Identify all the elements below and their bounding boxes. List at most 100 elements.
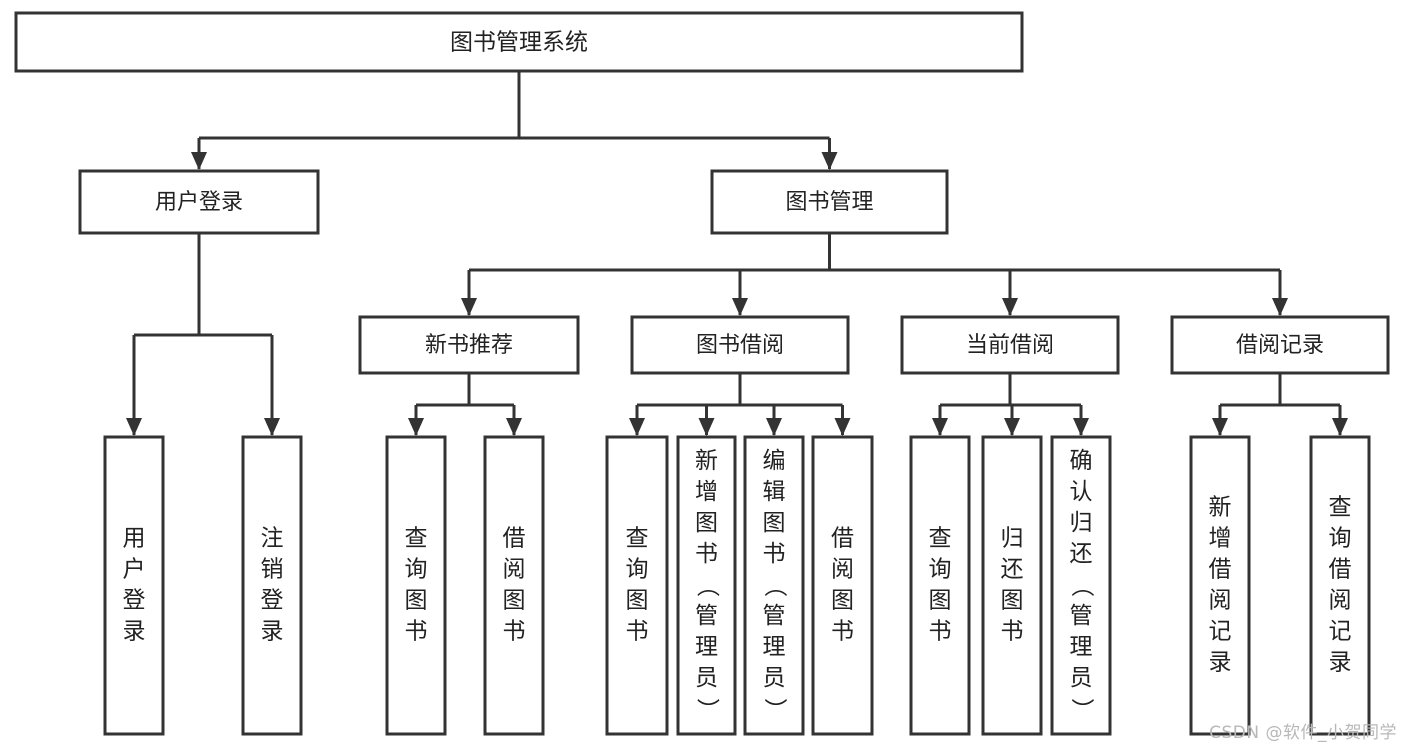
arrow-head-icon [766, 418, 782, 436]
connector-lines-layer [126, 71, 1348, 436]
node-label-char: 书 [626, 619, 649, 645]
node-label-char: 阅 [831, 557, 854, 583]
node-leaf-user-login[interactable]: 用户登录 [103, 435, 165, 736]
node-box-leaf-query-book-2 [605, 435, 669, 736]
node-label-char: 书 [503, 619, 526, 645]
node-box-book-borrowing [630, 315, 850, 375]
node-label-char: 借 [831, 526, 854, 552]
node-user-login[interactable]: 用户登录 [78, 169, 320, 235]
node-box-leaf-edit-book [743, 435, 805, 736]
arrow-head-icon [732, 298, 748, 316]
arrow-head-icon [1073, 418, 1089, 436]
node-label-char: 注 [261, 526, 284, 552]
node-label-char: 查 [405, 526, 428, 552]
node-label-char: 录 [1209, 650, 1232, 676]
node-box-leaf-confirm-return [1050, 435, 1112, 736]
node-box-book-management [710, 169, 949, 235]
node-box-leaf-return-book [981, 435, 1043, 736]
node-label-char: 辑 [763, 479, 786, 505]
node-book-borrowing[interactable]: 图书借阅 [630, 315, 850, 375]
node-box-leaf-user-logout [241, 435, 303, 736]
arrow-head-icon [461, 298, 477, 316]
node-label-char: 登 [123, 588, 146, 614]
node-label-char: 借 [503, 526, 526, 552]
node-label-book-management: 图书管理 [785, 190, 873, 215]
node-label-char: 户 [123, 557, 146, 583]
node-label-char: 书 [763, 541, 786, 567]
nodes-layer: 图书管理系统用户登录图书管理新书推荐图书借阅当前借阅借阅记录用户登录注销登录查询… [14, 11, 1390, 736]
node-label-char: 记 [1209, 619, 1232, 645]
node-current-borrowing[interactable]: 当前借阅 [900, 315, 1120, 375]
node-label-char: 询 [626, 557, 649, 583]
node-box-borrow-records [1170, 315, 1390, 375]
node-label-char: 管 [763, 603, 786, 629]
node-label-char: 管 [1070, 603, 1093, 629]
node-label-char: 员 [763, 665, 786, 691]
node-box-leaf-query-book-3 [909, 435, 971, 736]
node-box-leaf-query-record [1309, 435, 1371, 736]
node-label-char: 认 [1070, 479, 1093, 505]
node-label-char: 查 [626, 526, 649, 552]
node-label-borrow-records: 借阅记录 [1236, 333, 1324, 358]
node-label-char: 理 [1070, 634, 1093, 660]
node-label-char: （ [694, 574, 720, 597]
node-box-leaf-add-record [1189, 435, 1251, 736]
arrow-head-icon [506, 418, 522, 436]
node-label-char: 询 [405, 557, 428, 583]
arrow-head-icon [821, 152, 838, 170]
node-label-char: 录 [261, 619, 284, 645]
node-label-char: 图 [626, 588, 649, 614]
arrow-head-icon [191, 152, 207, 170]
node-label-char: （ [762, 574, 788, 597]
node-label-char: 书 [695, 541, 718, 567]
node-label-char: 阅 [1209, 588, 1232, 614]
node-label-char: 录 [1329, 650, 1352, 676]
node-label-char: 图 [763, 510, 786, 536]
node-label-book-borrowing: 图书借阅 [696, 333, 784, 358]
watermark-label: CSDN @软件_小贺同学 [1209, 723, 1397, 743]
arrow-head-icon [1002, 298, 1018, 316]
node-label-char: 增 [695, 479, 718, 505]
node-label-char: 询 [1329, 526, 1352, 552]
node-label-char: ） [1069, 698, 1095, 721]
node-label-char: 登 [261, 588, 284, 614]
node-label-char: 归 [1001, 526, 1024, 552]
node-borrow-records[interactable]: 借阅记录 [1170, 315, 1390, 375]
arrow-head-icon [1332, 418, 1348, 436]
node-box-user-login [78, 169, 320, 235]
node-new-book-recommend[interactable]: 新书推荐 [358, 315, 580, 375]
node-label-user-login: 用户登录 [155, 190, 243, 215]
node-label-char: 编 [763, 448, 786, 474]
node-label-char: 理 [695, 634, 718, 660]
node-label-char: 查 [1329, 495, 1352, 521]
node-label-char: 图 [831, 588, 854, 614]
node-label-char: （ [1069, 574, 1095, 597]
node-label-char: 记 [1329, 619, 1352, 645]
node-book-management[interactable]: 图书管理 [710, 169, 949, 235]
node-label-char: 图 [929, 588, 952, 614]
arrow-head-icon [1004, 418, 1020, 436]
node-label-char: 借 [1209, 557, 1232, 583]
node-label-char: 销 [261, 557, 284, 583]
arrow-head-icon [264, 418, 280, 436]
node-box-new-book-recommend [358, 315, 580, 375]
node-label-char: 用 [123, 526, 146, 552]
arrow-head-icon [698, 418, 715, 436]
node-root[interactable]: 图书管理系统 [14, 11, 1024, 73]
arrow-head-icon [1212, 418, 1228, 436]
node-box-leaf-user-login [103, 435, 165, 736]
node-box-leaf-borrow-book-2 [811, 435, 874, 736]
